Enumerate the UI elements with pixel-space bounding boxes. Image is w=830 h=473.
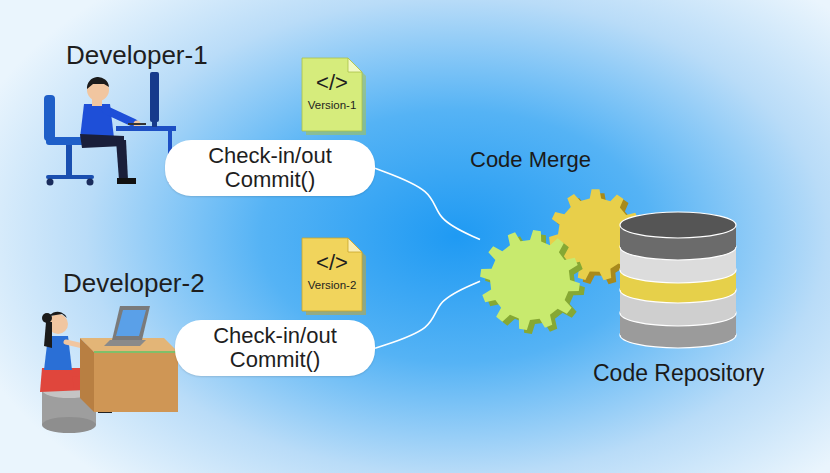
doc-outline xyxy=(302,58,362,131)
heading-label: Code Merge xyxy=(470,147,591,173)
developer-1-figure-part xyxy=(150,72,159,122)
file-fold xyxy=(348,238,362,252)
doc-outline xyxy=(302,238,362,311)
code-file-icon: </> Version-2 xyxy=(302,238,362,311)
developer-label: Developer-1 xyxy=(66,40,208,71)
db-outline xyxy=(618,195,738,345)
repository-database: Code Repository xyxy=(618,195,738,345)
developer-1-figure-part xyxy=(47,179,54,186)
developer-2-figure-part xyxy=(94,351,178,353)
developer-1-figure xyxy=(44,72,176,186)
developer-2-figure xyxy=(40,306,178,433)
version-label: Version-1 xyxy=(308,99,357,112)
developer-2-figure-part xyxy=(104,340,146,346)
developer-2-figure-part xyxy=(112,306,150,340)
file-fold xyxy=(348,58,362,72)
developer-label: Developer-2 xyxy=(63,268,205,299)
developer-1-figure-part xyxy=(92,99,102,106)
developer-1-figure-part xyxy=(66,145,72,175)
file-body xyxy=(302,58,362,131)
code-symbol: </> xyxy=(316,252,348,274)
developer-2-figure-part xyxy=(94,352,178,412)
developer-1-figure-part xyxy=(44,95,55,141)
version-label: Version-2 xyxy=(308,279,357,292)
developer-1-figure-part xyxy=(106,110,134,123)
code-file-icon: </> Version-1 xyxy=(302,58,362,131)
developer-2-figure-part xyxy=(42,417,96,433)
developer-2-figure-part xyxy=(42,313,52,323)
gear-outline xyxy=(480,185,640,315)
developer-1-figure-part xyxy=(87,179,94,186)
developer-2-figure-part xyxy=(80,338,94,412)
merge-gears: Code Merge xyxy=(480,185,640,315)
commit-bar: Check-in/out Commit() xyxy=(165,140,375,196)
heading-label: Code Repository xyxy=(593,360,764,387)
developer-2-figure-part xyxy=(116,310,146,336)
gear-face xyxy=(480,230,580,330)
code-symbol: </> xyxy=(316,72,348,94)
merge-connector xyxy=(375,168,480,239)
developer-2-figure-part xyxy=(44,322,52,348)
developer-1-figure-part xyxy=(117,178,136,184)
merge-connector xyxy=(375,281,480,348)
developer-1-figure-part xyxy=(128,123,146,125)
developer-1-figure-part xyxy=(87,77,109,89)
db-top xyxy=(620,212,736,238)
action-text: Check-in/out Commit() xyxy=(205,324,345,372)
developer-1-figure-part xyxy=(116,140,128,180)
developer-1-figure-part xyxy=(48,175,92,179)
developer-1-figure-part xyxy=(116,126,176,131)
developer-2-figure-part xyxy=(80,338,178,352)
commit-bar: Check-in/out Commit() xyxy=(175,320,375,376)
developer-1-figure-part xyxy=(152,121,157,127)
action-text: Check-in/out Commit() xyxy=(200,144,340,192)
file-body xyxy=(302,238,362,311)
